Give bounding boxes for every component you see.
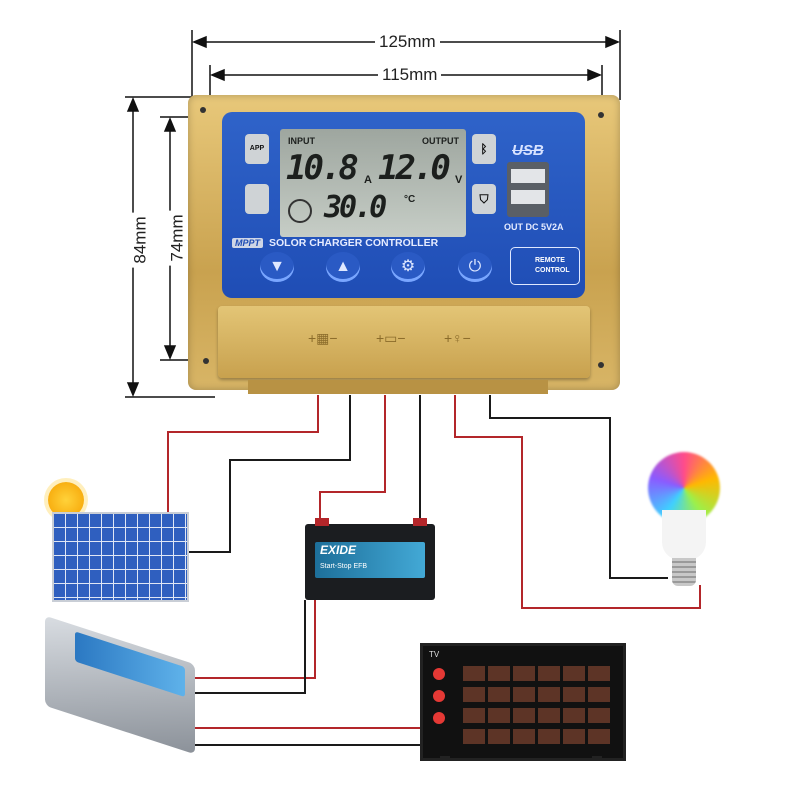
wire-load-positive — [454, 395, 701, 609]
tv-label: TV — [429, 650, 440, 659]
terminal-load-label: +♀− — [444, 330, 471, 346]
tv-app-icon — [433, 690, 445, 702]
usb-label: USB — [512, 142, 544, 159]
dim-inner-width: 115mm — [378, 65, 442, 85]
mppt-function-button[interactable] — [245, 184, 269, 214]
wire-load-negative — [489, 395, 668, 579]
usb-output-spec: OUT DC 5V2A — [504, 222, 564, 232]
battery-label: EXIDE Start-Stop EFB — [315, 542, 425, 578]
terminal-solar-label: +▦− — [308, 330, 338, 346]
battery-positive-terminal — [315, 518, 329, 526]
screw-icon — [598, 362, 604, 368]
lcd-current-unit: A — [364, 174, 372, 186]
tv-stand — [440, 756, 450, 761]
app-button[interactable]: APP — [245, 134, 269, 164]
bulb-body — [662, 510, 706, 560]
solar-panel — [52, 512, 189, 602]
power-button[interactable]: ⏻ — [458, 252, 492, 282]
remote-control-badge: REMOTE CONTROL — [510, 247, 580, 285]
wire-inverter-positive — [195, 600, 316, 679]
battery-model: Start-Stop EFB — [320, 563, 368, 570]
lcd-temperature: 30.0 — [324, 190, 387, 225]
wire-inverter-negative — [195, 600, 306, 694]
terminal-cover: +▦− +▭− +♀− — [218, 306, 590, 378]
lcd-current: 10.8 — [286, 148, 359, 188]
tv-stand — [592, 756, 602, 761]
lcd-voltage-unit: V — [455, 174, 463, 186]
wire-solar-negative — [185, 395, 351, 553]
lcd-display: INPUT OUTPUT 10.8 A 12.0 V 30.0 °C — [280, 129, 466, 237]
control-panel: APP ᛒ ⛉ INPUT OUTPUT 10.8 A 12.0 V 30.0 … — [222, 112, 585, 298]
battery-negative-terminal — [413, 518, 427, 526]
bulb-base — [672, 558, 696, 586]
up-button[interactable]: ▲ — [326, 252, 360, 282]
controller-base — [248, 380, 548, 394]
wire-solar-positive — [167, 395, 319, 515]
controller-title: SOLOR CHARGER CONTROLLER — [269, 237, 439, 249]
tv-app-icon — [433, 668, 445, 680]
wire-battery-positive — [319, 395, 386, 525]
television: TV — [420, 643, 626, 761]
mppt-badge: MPPT — [232, 238, 264, 248]
down-button[interactable]: ▼ — [260, 252, 294, 282]
screw-icon — [200, 107, 206, 113]
screw-icon — [203, 358, 209, 364]
shield-icon: ⛉ — [472, 184, 496, 214]
tv-content-grid — [463, 666, 613, 746]
lcd-output-label: OUTPUT — [422, 136, 459, 146]
dim-outer-height: 84mm — [130, 212, 151, 268]
dim-inner-height: 74mm — [167, 210, 188, 266]
clock-icon — [288, 199, 312, 223]
battery-brand: EXIDE — [320, 543, 357, 557]
lcd-voltage: 12.0 — [378, 148, 451, 188]
lcd-temperature-unit: °C — [404, 194, 416, 205]
dim-outer-width: 125mm — [375, 32, 440, 52]
tv-app-icon — [433, 712, 445, 724]
screw-icon — [598, 112, 604, 118]
battery: EXIDE Start-Stop EFB — [305, 518, 435, 600]
lcd-input-label: INPUT — [288, 136, 315, 146]
usb-ports[interactable] — [507, 162, 549, 217]
terminal-battery-label: +▭− — [376, 330, 406, 346]
settings-button[interactable]: ⚙ — [391, 252, 425, 282]
bluetooth-icon: ᛒ — [472, 134, 496, 164]
